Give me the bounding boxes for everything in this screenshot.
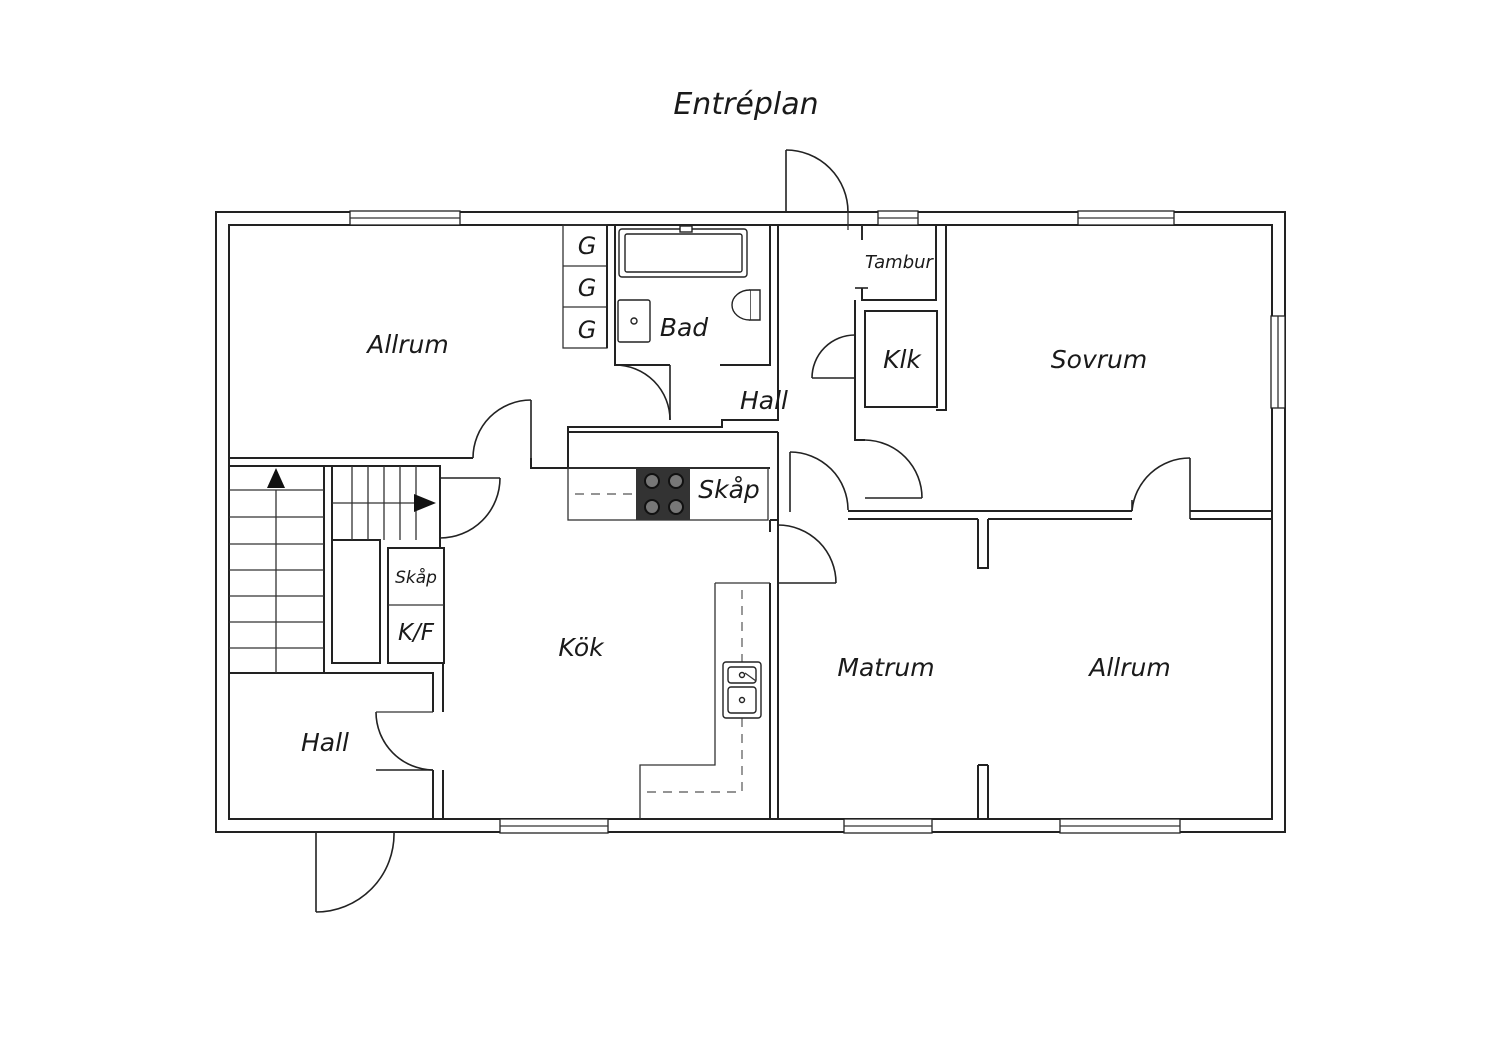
kitchen-counters (567, 467, 770, 819)
room-label-matrum: Matrum (837, 653, 934, 682)
room-label-garderob-1: G (578, 232, 597, 260)
room-label-hall-left: Hall (301, 728, 349, 757)
room-label-allrum-bottom: Allrum (1087, 653, 1170, 682)
doors (315, 149, 1191, 913)
stair-up-arrow-icon (267, 468, 285, 488)
room-label-kok: Kök (558, 633, 605, 662)
stairs-left (229, 468, 324, 673)
room-labels: Allrum G G G Bad Tambur Klk Hall Sovrum … (301, 232, 1171, 757)
room-label-skap-small: Skåp (395, 567, 437, 588)
plan-title: Entréplan (673, 87, 818, 122)
room-label-garderob-3: G (578, 316, 597, 344)
interior-walls (228, 224, 1272, 819)
room-label-klk: Klk (883, 345, 922, 374)
room-label-bad: Bad (660, 313, 708, 342)
stairs-middle (332, 466, 436, 540)
room-label-skap-kitchen: Skåp (698, 475, 760, 504)
windows (349, 210, 1286, 834)
room-label-garderob-2: G (578, 274, 597, 302)
stair-right-arrow-icon (414, 494, 436, 512)
room-label-kf: K/F (398, 620, 435, 646)
room-label-allrum-top: Allrum (365, 330, 448, 359)
room-label-hall-center: Hall (740, 386, 788, 415)
bathroom-fixtures (617, 225, 761, 343)
room-label-tambur: Tambur (865, 252, 935, 273)
room-label-sovrum: Sovrum (1051, 345, 1147, 374)
